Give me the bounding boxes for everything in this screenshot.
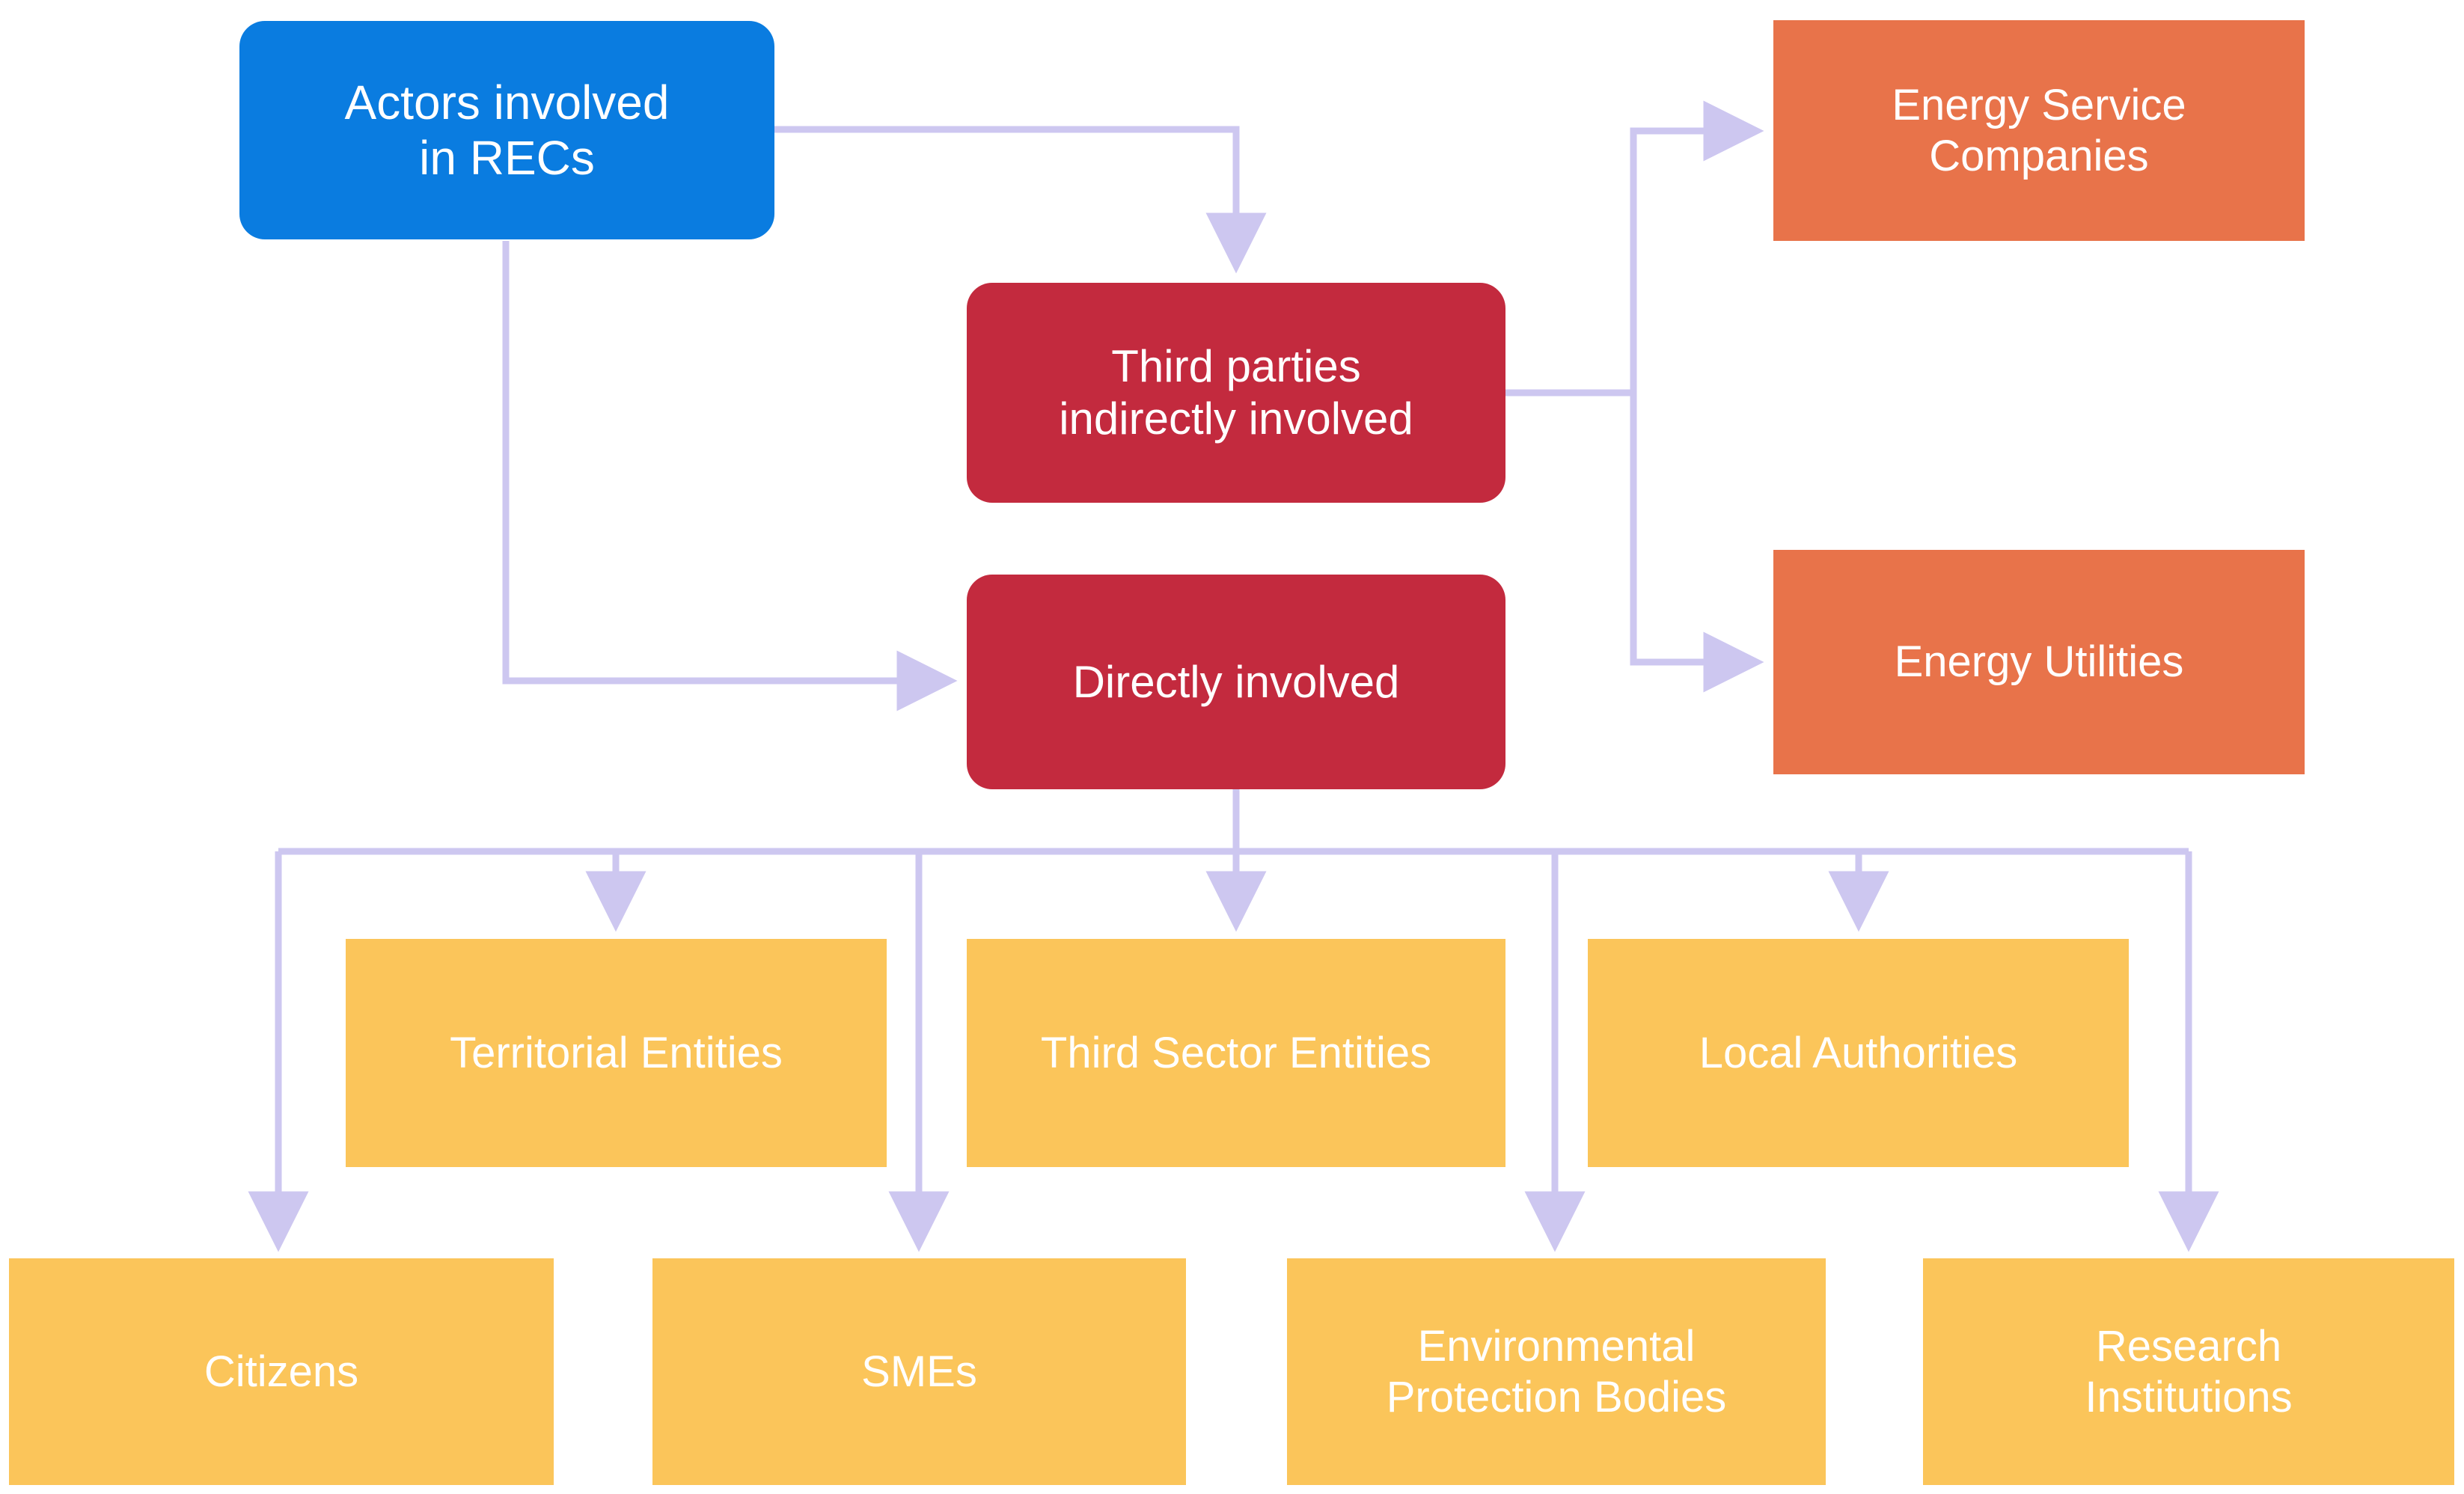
node-territorial-entities[interactable]: Territorial Entities: [346, 939, 887, 1167]
node-energy-utilities[interactable]: Energy Utilities: [1773, 550, 2305, 774]
node-environmental-protection-bodies[interactable]: Environmental Protection Bodies: [1287, 1258, 1826, 1485]
node-actors-involved-in-recs[interactable]: Actors involved in RECs: [239, 21, 774, 239]
edge-root-to-directly-involved: [502, 241, 958, 711]
node-third-parties-indirectly-involved[interactable]: Third parties indirectly involved: [967, 283, 1505, 503]
node-research-institutions[interactable]: Research Institutions: [1923, 1258, 2454, 1485]
node-smes[interactable]: SMEs: [652, 1258, 1186, 1485]
edge-bus-to-energy-utilities: [1630, 393, 1764, 693]
node-third-sector-entities[interactable]: Third Sector Entities: [967, 939, 1505, 1167]
node-local-authorities[interactable]: Local Authorities: [1588, 939, 2129, 1167]
edge-bus-to-energy-service-companies: [1630, 100, 1764, 393]
node-energy-service-companies[interactable]: Energy Service Companies: [1773, 20, 2305, 241]
edge-root-to-third-parties: [774, 126, 1267, 274]
node-directly-involved[interactable]: Directly involved: [967, 575, 1505, 789]
node-citizens[interactable]: Citizens: [9, 1258, 554, 1485]
